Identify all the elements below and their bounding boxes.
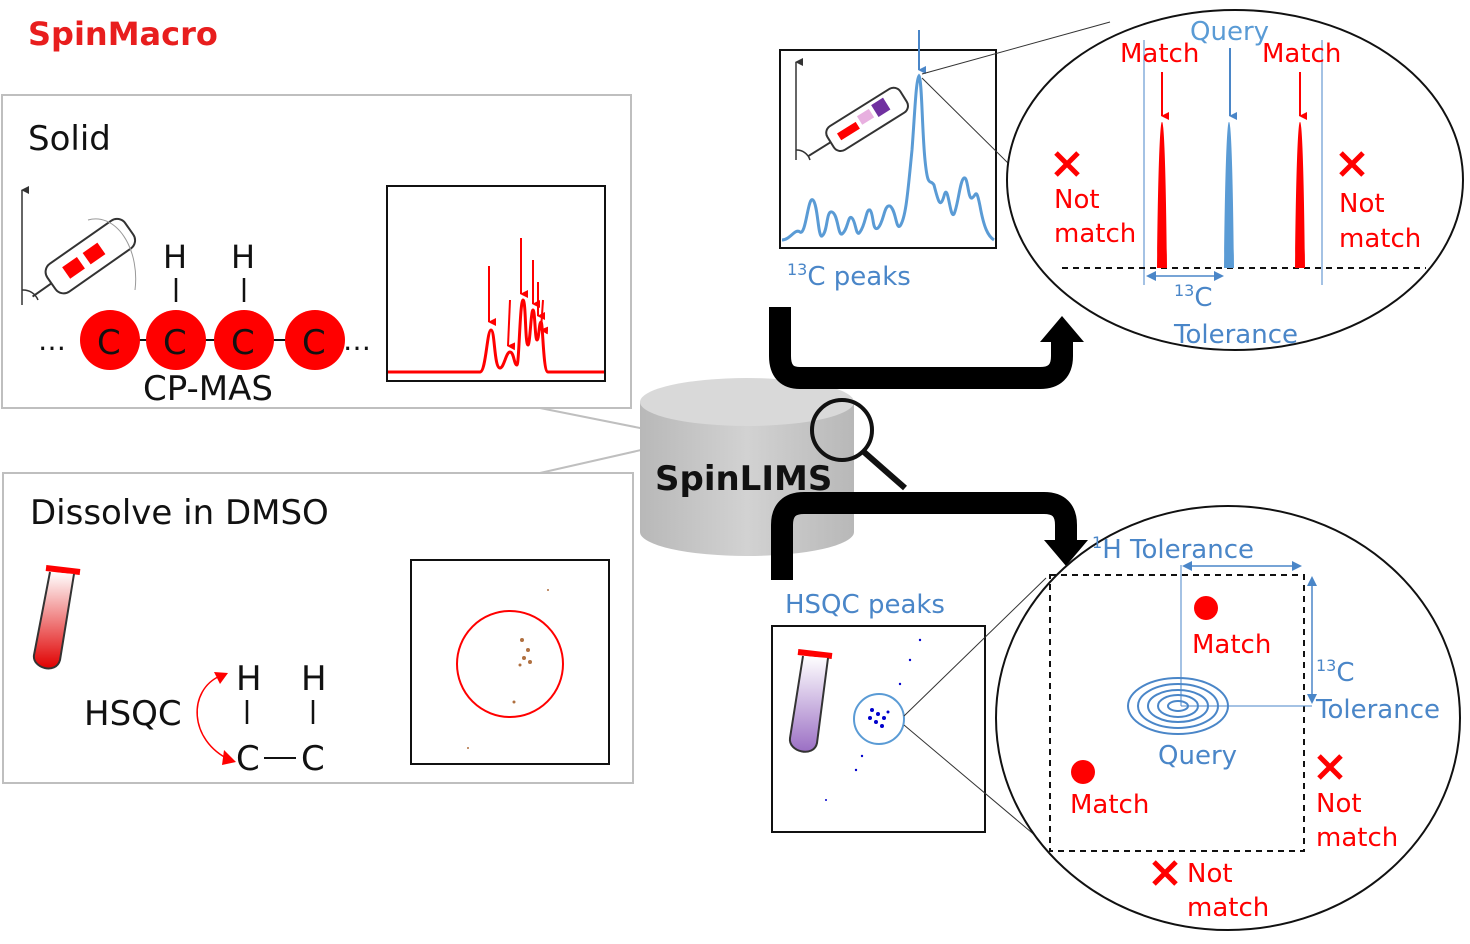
hydrogen-label: H <box>231 238 255 276</box>
carbon-label: C <box>97 323 121 363</box>
hydrogen-label: H <box>301 659 327 699</box>
hsqc-zoom-ellipse <box>995 505 1461 931</box>
carbon-label: C <box>163 323 187 363</box>
cross-icon <box>1152 860 1178 886</box>
superscript: 13 <box>1316 656 1336 675</box>
ellipsis-left: … <box>38 324 66 357</box>
superscript: 13 <box>1174 281 1194 300</box>
not-match-label: Not <box>1316 789 1362 819</box>
tolerance-box <box>1049 574 1305 852</box>
carbon-label: C <box>301 739 325 779</box>
query-label: Query <box>1190 17 1269 47</box>
solid-molecule: … C C C C … H H <box>38 238 371 370</box>
hydrogen-label: H <box>236 659 262 699</box>
not-match-label: Not <box>1339 189 1385 219</box>
dmso-molecule: H H C C <box>236 659 327 779</box>
hydrogen-label: H <box>163 238 187 276</box>
match-label: Match <box>1070 790 1149 820</box>
dmso-panel-title: Dissolve in DMSO <box>30 493 329 533</box>
query-contour-icon <box>1127 677 1229 735</box>
query-label: Query <box>1158 741 1237 771</box>
match-label: Match <box>1120 39 1199 69</box>
carbon-atom <box>285 310 345 370</box>
flow-arrow-bottom <box>771 492 1077 580</box>
hsqc-label: HSQC <box>84 694 182 734</box>
tolerance-label: Tolerance <box>1173 320 1298 350</box>
sample-tube-icon <box>32 565 81 670</box>
match-label: Match <box>1192 630 1271 660</box>
not-match-label: match <box>1187 893 1269 923</box>
carbon-atom <box>214 310 274 370</box>
solid-panel-title: Solid <box>28 119 111 159</box>
not-match-label: match <box>1054 219 1136 249</box>
not-match-label: match <box>1316 823 1398 853</box>
superscript: 1 <box>1092 533 1102 552</box>
c13-tolerance-label: 13C <box>1174 281 1213 313</box>
magnifier-icon <box>810 398 907 491</box>
h-tolerance-label: 1H Tolerance <box>1092 533 1254 565</box>
c-tolerance-label: 13C <box>1316 656 1355 688</box>
cross-icon <box>1339 151 1365 177</box>
mas-rotor-icon <box>21 186 137 305</box>
ellipsis-right: … <box>343 324 371 357</box>
match-dot <box>1194 596 1218 620</box>
carbon-atom <box>80 310 140 370</box>
cross-icon <box>1317 754 1343 780</box>
hsqc-peaks-label: HSQC peaks <box>785 590 945 620</box>
h-tolerance-text: H Tolerance <box>1102 535 1254 565</box>
flow-arrow-top <box>769 307 1073 389</box>
cp-mas-label: CP-MAS <box>143 369 273 409</box>
c13-spectrum-thumbnail <box>779 30 997 249</box>
peaks-text: C peaks <box>807 262 910 292</box>
tolerance-label: Tolerance <box>1315 695 1440 725</box>
c-text: C <box>1336 658 1354 688</box>
spinlims-database: SpinLIMS <box>640 378 854 556</box>
not-match-label: Not <box>1054 185 1100 215</box>
c13-zoom-ellipse <box>1006 9 1464 351</box>
query-peak <box>1224 121 1234 268</box>
not-match-label: match <box>1339 224 1421 254</box>
hsqc-transfer-arrow <box>196 675 231 761</box>
hsqc-spectrum-thumbnail <box>771 625 986 833</box>
c13-peaks-label: 13C peaks <box>787 260 911 292</box>
not-match-label: Not <box>1187 859 1233 889</box>
match-dot <box>1071 760 1095 784</box>
carbon-label: C <box>236 739 260 779</box>
match-peak <box>1157 121 1167 268</box>
hsqc-spectrum <box>410 559 610 765</box>
carbon-atom <box>146 310 206 370</box>
carbon-label: C <box>302 323 326 363</box>
superscript: 13 <box>787 260 807 279</box>
logo: SpinMacro <box>28 15 218 53</box>
match-peak <box>1295 121 1305 268</box>
match-label: Match <box>1262 39 1341 69</box>
cross-icon <box>1054 151 1080 177</box>
carbon-label: C <box>231 323 255 363</box>
cp-mas-spectrum <box>386 185 606 382</box>
c-text: C <box>1194 283 1212 313</box>
